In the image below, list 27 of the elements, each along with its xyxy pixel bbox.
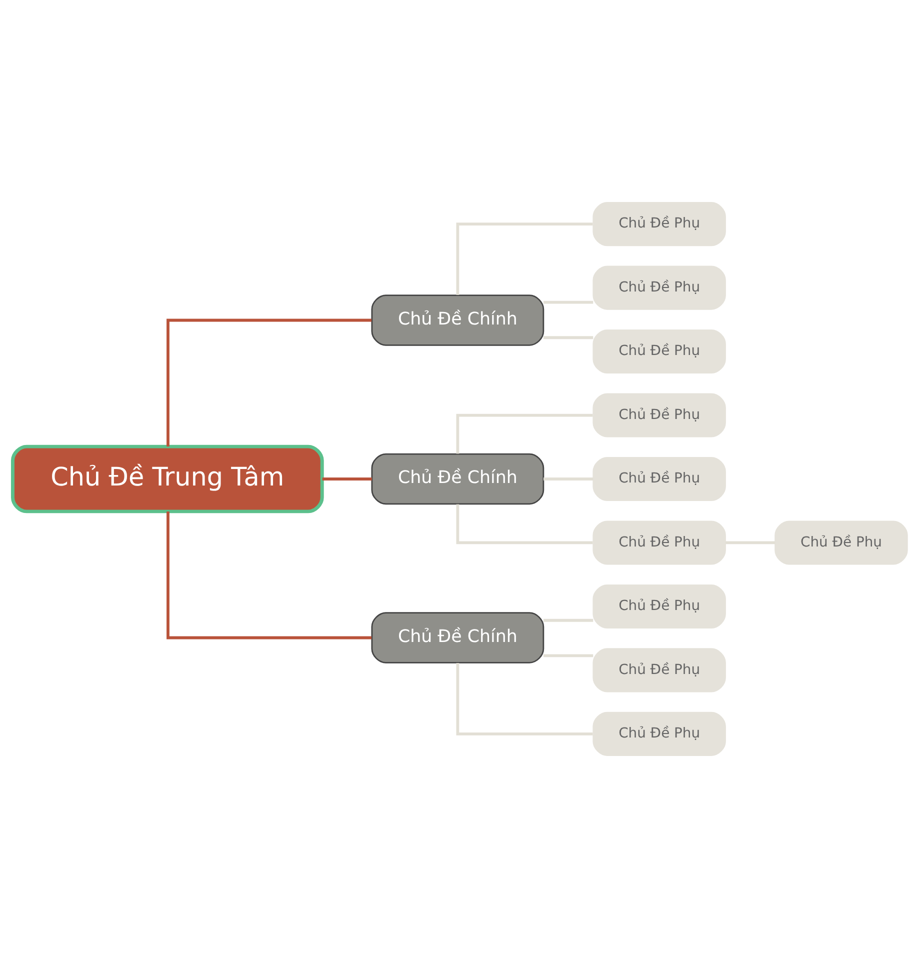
node-box: Chủ Đề Chính	[371, 452, 544, 504]
node-box: Chủ Đề Trung Tâm	[10, 444, 324, 513]
node-box: Chủ Đề Phụ	[774, 520, 908, 564]
node-box: Chủ Đề Phụ	[592, 265, 726, 310]
node-box: Chủ Đề Chính	[371, 612, 544, 663]
connector	[456, 222, 593, 294]
node-box: Chủ Đề Phụ	[592, 648, 726, 692]
node-box: Chủ Đề Phụ	[592, 202, 726, 246]
connector	[456, 504, 593, 544]
node-box: Chủ Đề Phụ	[592, 520, 726, 564]
connector	[543, 618, 594, 622]
connector	[543, 477, 594, 480]
node-box: Chủ Đề Phụ	[592, 584, 726, 628]
node-box: Chủ Đề Phụ	[592, 392, 726, 437]
connector	[166, 318, 372, 446]
connector	[322, 477, 372, 480]
connector	[543, 654, 594, 657]
connector	[456, 662, 593, 735]
node-box: Chủ Đề Chính	[371, 294, 544, 346]
node-box: Chủ Đề Phụ	[592, 329, 726, 374]
connector	[166, 511, 372, 639]
connector	[543, 336, 594, 339]
connector	[543, 300, 594, 304]
connector	[726, 540, 776, 544]
node-box: Chủ Đề Phụ	[592, 711, 726, 756]
connector	[456, 413, 593, 454]
node-box: Chủ Đề Phụ	[592, 456, 726, 501]
